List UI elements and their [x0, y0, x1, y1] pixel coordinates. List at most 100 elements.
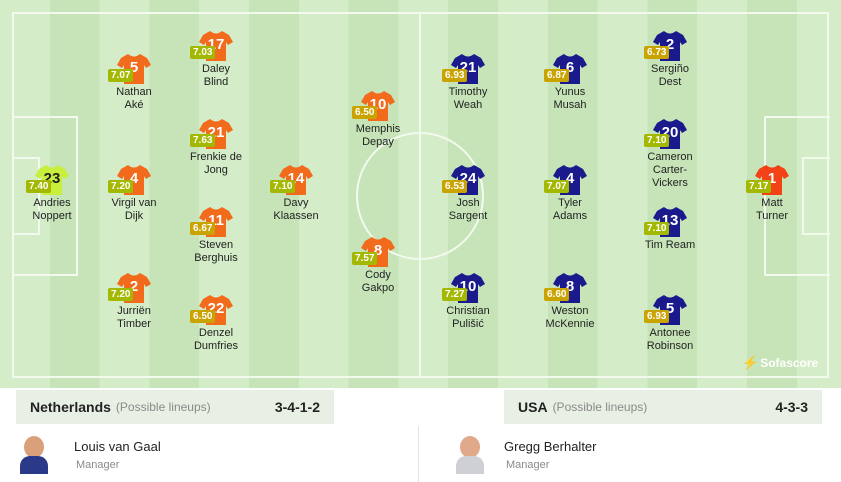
player-name-line-2: Sargent [448, 210, 488, 222]
player-name-line-2: Berghuis [194, 252, 238, 264]
right-goal-box [802, 157, 830, 235]
home-formation: 3-4-1-2 [274, 399, 320, 415]
player-rating: 7.10 [644, 134, 670, 147]
player-name-line-1: Cody [365, 269, 391, 281]
player-name-line-1: Frenkie de [190, 151, 242, 163]
home-manager[interactable]: Louis van Gaal Manager [20, 428, 161, 482]
player-rating: 6.53 [442, 180, 468, 193]
home-lineup-bar: Netherlands (Possible lineups) 3-4-1-2 [16, 390, 334, 424]
player-name-line-2: Depay [362, 136, 394, 148]
player-name-line-1: Weston [551, 305, 589, 317]
player-rating: 7.17 [746, 180, 772, 193]
player-name-line-1: Virgil van [111, 197, 157, 209]
player-rating: 7.27 [442, 288, 468, 301]
away-team-name[interactable]: USA [518, 399, 548, 415]
player-name-line-1: Antonee [649, 327, 691, 339]
player-rating: 6.73 [644, 46, 670, 59]
player-name-line-2: Turner [756, 210, 788, 222]
player-rating: 7.03 [190, 46, 216, 59]
player-name-line-2: Dest [658, 76, 682, 88]
center-circle [356, 132, 484, 260]
jersey-number: 5 [665, 300, 675, 317]
player-rating: 7.07 [108, 69, 134, 82]
player-name-line-2: Dumfries [193, 340, 238, 352]
player-rating: 6.50 [352, 106, 378, 119]
away-manager[interactable]: Gregg Berhalter Manager [456, 428, 597, 482]
player-rating: 6.50 [190, 310, 216, 323]
player-name-line-1: Christian [446, 305, 490, 317]
player-rating: 7.57 [352, 252, 378, 265]
player-name-line-2: Dijk [124, 210, 144, 222]
player-name-line-2: Adams [552, 210, 588, 222]
player-name-line-1: Sergiño [651, 63, 689, 75]
player-name-line-1: Nathan [116, 86, 152, 98]
jersey-number: 5 [129, 59, 139, 76]
jersey-number: 1 [767, 170, 777, 187]
home-team-name[interactable]: Netherlands [30, 399, 111, 415]
player-name-line-1: Cameron [647, 151, 693, 163]
player-name-line-1: Daley [201, 63, 231, 75]
player-name-line-1: Memphis [355, 123, 401, 135]
jersey-number: 4 [129, 170, 139, 187]
player-name-line-1: Tyler [558, 197, 582, 209]
away-manager-label: Manager [506, 459, 550, 471]
player-rating: 7.07 [544, 180, 570, 193]
jersey-number: 4 [565, 170, 575, 187]
sofascore-watermark: ⚡ Sofascore [742, 355, 819, 370]
player-name-line-2: Klaassen [273, 210, 319, 222]
player-rating: 6.87 [544, 69, 570, 82]
player-name-line-1: Matt [761, 197, 783, 209]
player-name-line-2: Jong [204, 164, 228, 176]
player-rating: 7.63 [190, 134, 216, 147]
player-name-line-1: Steven [198, 239, 234, 251]
jersey-number: 2 [129, 278, 139, 295]
player-name-line-1: Timothy [448, 86, 488, 98]
player-name-line-1: Josh [456, 197, 480, 209]
player-name-line-1: Andries [33, 197, 71, 209]
manager-divider [418, 426, 419, 482]
home-possible-label: (Possible lineups) [115, 400, 211, 414]
player-name-line-1: Davy [283, 197, 309, 209]
home-manager-label: Manager [76, 459, 120, 471]
jersey-number: 6 [565, 59, 575, 76]
player-name-line-2: Robinson [646, 340, 694, 352]
player-name-line-2: Aké [124, 99, 144, 111]
player-rating: 7.10 [270, 180, 296, 193]
jersey-number: 8 [565, 278, 575, 295]
